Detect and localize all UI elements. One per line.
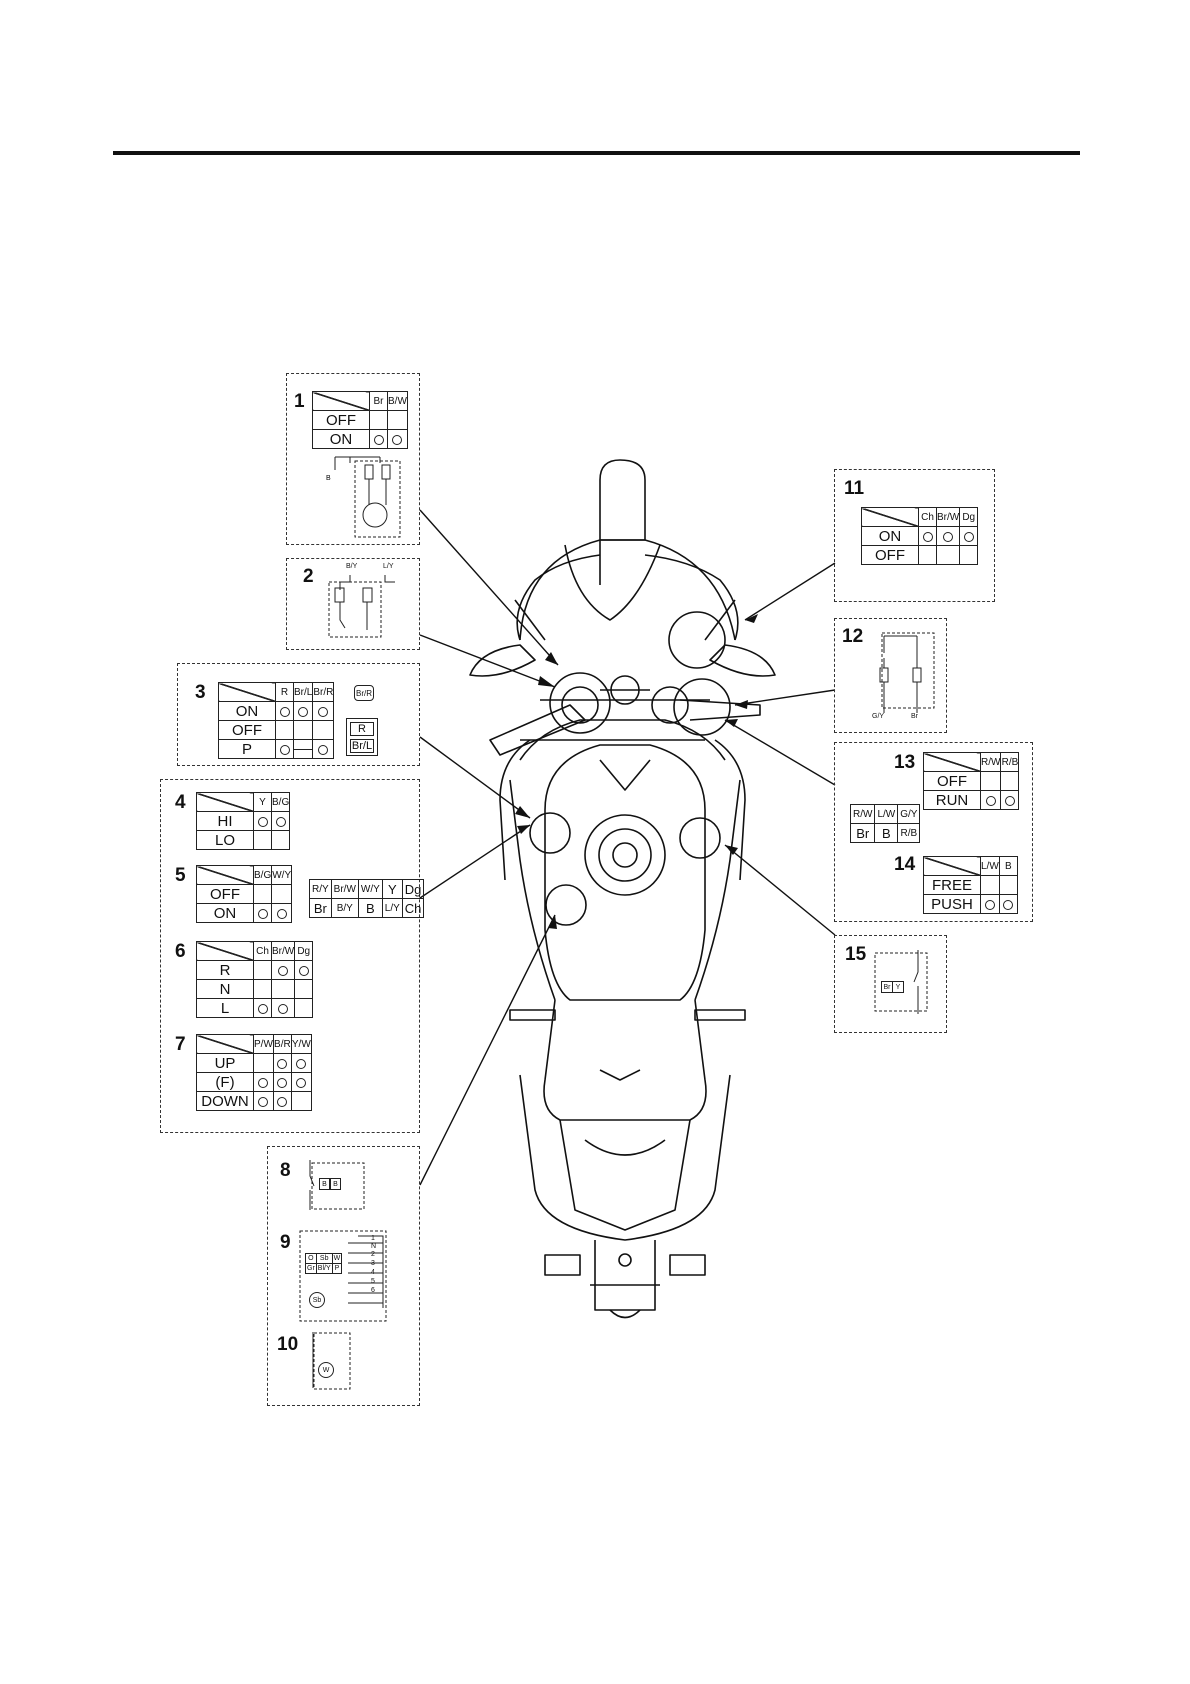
- wire-label: B/Y: [346, 563, 358, 570]
- callout-number: 3: [195, 682, 206, 703]
- wire-label: L/Y: [383, 563, 394, 570]
- callout-number: 15: [845, 944, 867, 965]
- position-label: 5: [371, 1278, 375, 1285]
- svg-text:B: B: [326, 475, 331, 482]
- callout-panel-8-10: [267, 1146, 420, 1406]
- callout-panel-3: [177, 663, 420, 766]
- callout-panel-13-14: [834, 742, 1033, 922]
- callout-panel-2: [286, 558, 420, 650]
- connector-icon: W: [318, 1362, 334, 1378]
- header-rule: [113, 151, 1080, 155]
- connector-pin: B: [319, 1178, 330, 1190]
- callout-number: 14: [894, 854, 916, 875]
- circuit-symbol-10: [312, 1332, 351, 1390]
- callout-number: 13: [894, 752, 916, 773]
- callout-panel-12: [834, 618, 947, 733]
- position-label: 3: [371, 1260, 375, 1267]
- callout-number: 9: [280, 1232, 291, 1253]
- connector-pin: Y: [892, 981, 904, 993]
- callout-number: 2: [303, 566, 314, 587]
- position-label: 1: [371, 1235, 375, 1242]
- connector-icon: Br/R: [354, 685, 374, 701]
- callout-panel-1: [286, 373, 420, 545]
- circuit-symbol-12: [879, 632, 935, 713]
- callout-number: 10: [277, 1334, 299, 1355]
- position-label: 2: [371, 1251, 375, 1258]
- position-label: 6: [371, 1287, 375, 1294]
- circuit-symbol-15: [874, 950, 928, 1014]
- callout-number: 11: [844, 478, 865, 499]
- circuit-symbol-9: [299, 1230, 387, 1322]
- callout-number: 6: [175, 941, 186, 962]
- callout-panel-11: [834, 469, 995, 602]
- circuit-symbol-8: [309, 1160, 365, 1210]
- wire-label: Br: [911, 713, 918, 720]
- position-label: 4: [371, 1269, 375, 1276]
- wire-label: G/Y: [872, 713, 885, 720]
- ground-connector-icon: Sb: [309, 1292, 325, 1308]
- callout-panel-4-7: [160, 779, 420, 1133]
- position-label: N: [371, 1243, 377, 1250]
- callout-number: 1: [294, 391, 305, 412]
- circuit-symbol-2: [328, 575, 395, 638]
- callout-number: 5: [175, 865, 186, 886]
- callout-number: 8: [280, 1160, 291, 1181]
- callout-panel-15: [834, 935, 947, 1033]
- connector-pin: B: [330, 1178, 341, 1190]
- circuit-symbol-1: B: [326, 456, 401, 538]
- callout-number: 12: [842, 626, 864, 647]
- callout-number: 7: [175, 1034, 186, 1055]
- callout-number: 4: [175, 792, 186, 813]
- connector-3: R Br/L: [346, 718, 378, 756]
